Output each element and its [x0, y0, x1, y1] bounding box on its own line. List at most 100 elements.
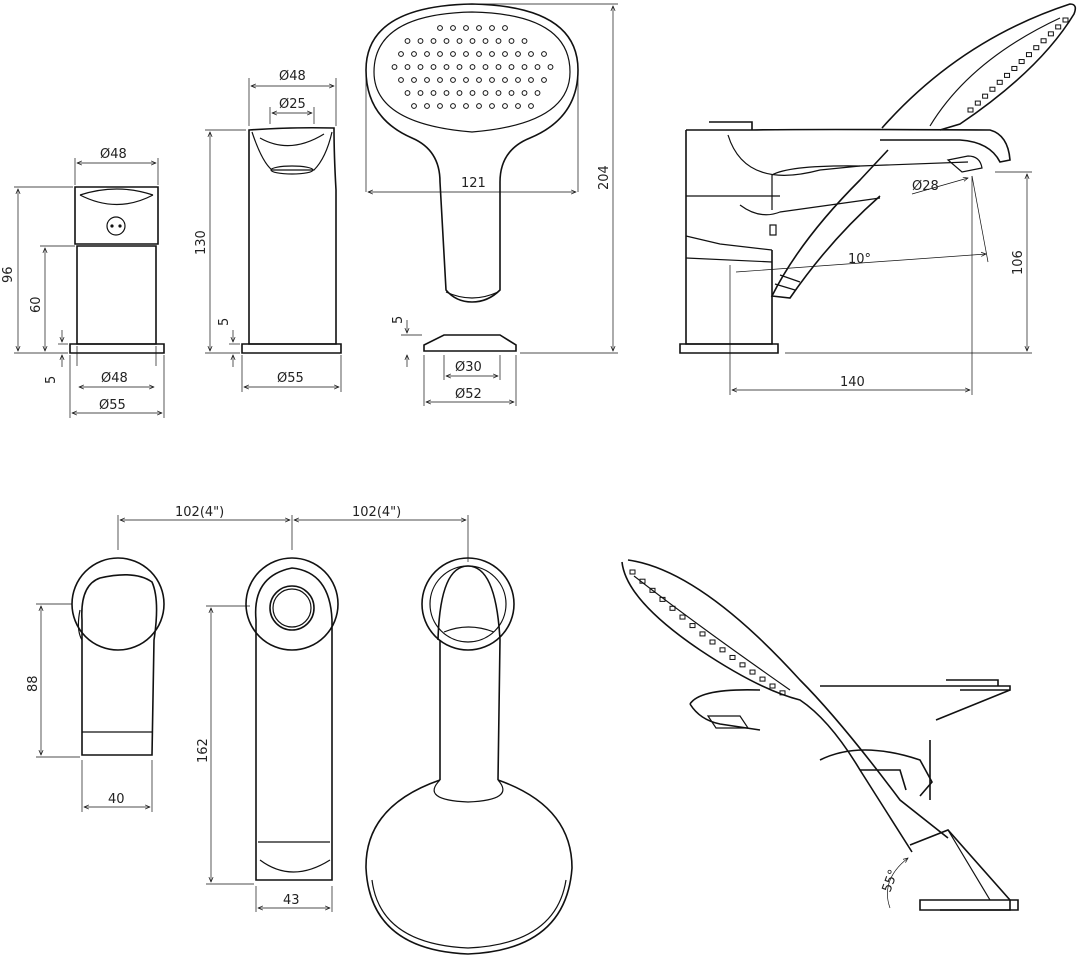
nozzle-dot [521, 90, 528, 96]
dim-43: 43 [283, 893, 300, 908]
dim-spacing-2: 102(4") [352, 505, 401, 520]
perspective-nozzle [749, 669, 756, 675]
perspective-nozzle [629, 569, 636, 575]
dim-angle-55: 55° [880, 868, 902, 895]
nozzle-dot [443, 64, 450, 70]
nozzle-dot [469, 90, 476, 96]
nozzle-dot [495, 38, 502, 44]
perspective-nozzle [719, 647, 726, 653]
side-nozzle [982, 93, 989, 99]
nozzle-dot [463, 51, 469, 57]
perspective-view [621, 559, 1019, 911]
nozzle-dot [515, 103, 521, 109]
dim-d28: Ø28 [912, 179, 939, 194]
nozzle-dot [528, 51, 534, 57]
perspective-nozzle [659, 596, 666, 602]
perspective-nozzle [729, 654, 736, 660]
nozzle-dot [424, 51, 430, 57]
nozzle-dot [495, 64, 502, 70]
valve-top-view [36, 557, 165, 812]
nozzle-dot [463, 77, 469, 83]
side-nozzle [1011, 65, 1018, 71]
nozzle-dot [411, 103, 417, 109]
spacing-dimensions [117, 515, 469, 562]
nozzle-dot [430, 90, 437, 96]
side-nozzles [967, 17, 1069, 113]
nozzle-dot [502, 77, 508, 83]
dim-162: 162 [196, 738, 211, 763]
nozzle-dot [437, 77, 443, 83]
nozzle-dot [417, 38, 424, 44]
dim-spacing-1: 102(4") [175, 505, 224, 520]
dim-60: 60 [29, 296, 44, 313]
side-elevation-view [679, 3, 1077, 395]
side-nozzle [967, 107, 974, 113]
side-nozzle [996, 79, 1003, 85]
perspective-nozzle [649, 587, 656, 593]
nozzle-dot [456, 64, 463, 70]
side-nozzle [989, 86, 996, 92]
perspective-nozzle [689, 623, 696, 629]
nozzle-dot [391, 64, 398, 70]
side-nozzle [974, 100, 981, 106]
dim-88: 88 [26, 675, 41, 692]
dim-140: 140 [840, 375, 865, 390]
nozzle-dot [528, 103, 534, 109]
nozzle-dot [437, 25, 443, 31]
nozzle-dot [508, 38, 515, 44]
dim-204: 204 [597, 165, 612, 190]
side-nozzle [1062, 17, 1069, 23]
nozzle-dot [450, 77, 456, 83]
nozzle-dot [482, 64, 489, 70]
dim-d25: Ø25 [279, 97, 306, 112]
shower-top-view [365, 557, 573, 955]
perspective-nozzle [639, 578, 646, 584]
dim-121: 121 [461, 176, 486, 191]
dim-d55-spout-base: Ø55 [277, 371, 304, 386]
nozzle-dot [489, 25, 495, 31]
dim-d30: Ø30 [455, 360, 482, 375]
nozzle-dot [398, 51, 404, 57]
perspective-nozzle [699, 631, 706, 637]
perspective-nozzle [709, 639, 716, 645]
nozzle-dot [437, 51, 443, 57]
shower-nozzles [391, 25, 554, 109]
nozzle-dot [463, 25, 469, 31]
nozzle-dot [521, 64, 528, 70]
dim-d52: Ø52 [455, 387, 482, 402]
dim-d48-spout: Ø48 [279, 69, 306, 84]
nozzle-dot [450, 51, 456, 57]
nozzle-dot [534, 64, 541, 70]
dim-40: 40 [108, 792, 125, 807]
nozzle-dot [489, 51, 495, 57]
side-nozzle [1025, 52, 1032, 58]
spout-top-view [206, 557, 339, 912]
hand-shower-front-view [365, 3, 618, 406]
dim-96: 96 [1, 266, 16, 283]
valve-front-view [14, 158, 165, 418]
nozzle-dot [469, 64, 476, 70]
nozzle-dot [547, 64, 554, 70]
perspective-nozzle [779, 690, 786, 696]
nozzle-dot [404, 38, 411, 44]
nozzle-dot [424, 77, 430, 83]
nozzle-dot [528, 77, 534, 83]
nozzle-dot [469, 38, 476, 44]
nozzle-dot [417, 64, 424, 70]
side-nozzle [1055, 24, 1062, 30]
nozzle-dot [456, 38, 463, 44]
nozzle-dot [411, 77, 417, 83]
side-nozzle [1033, 45, 1040, 51]
nozzle-dot [443, 38, 450, 44]
nozzle-dot [424, 103, 430, 109]
nozzle-dot [456, 90, 463, 96]
nozzle-dot [541, 77, 547, 83]
nozzle-dot [502, 103, 508, 109]
side-nozzle [1018, 59, 1025, 65]
nozzle-dot [502, 25, 508, 31]
dim-5-shower: 5 [391, 316, 406, 324]
nozzle-dot [495, 90, 502, 96]
nozzle-dot [515, 51, 521, 57]
nozzle-dot [398, 77, 404, 83]
